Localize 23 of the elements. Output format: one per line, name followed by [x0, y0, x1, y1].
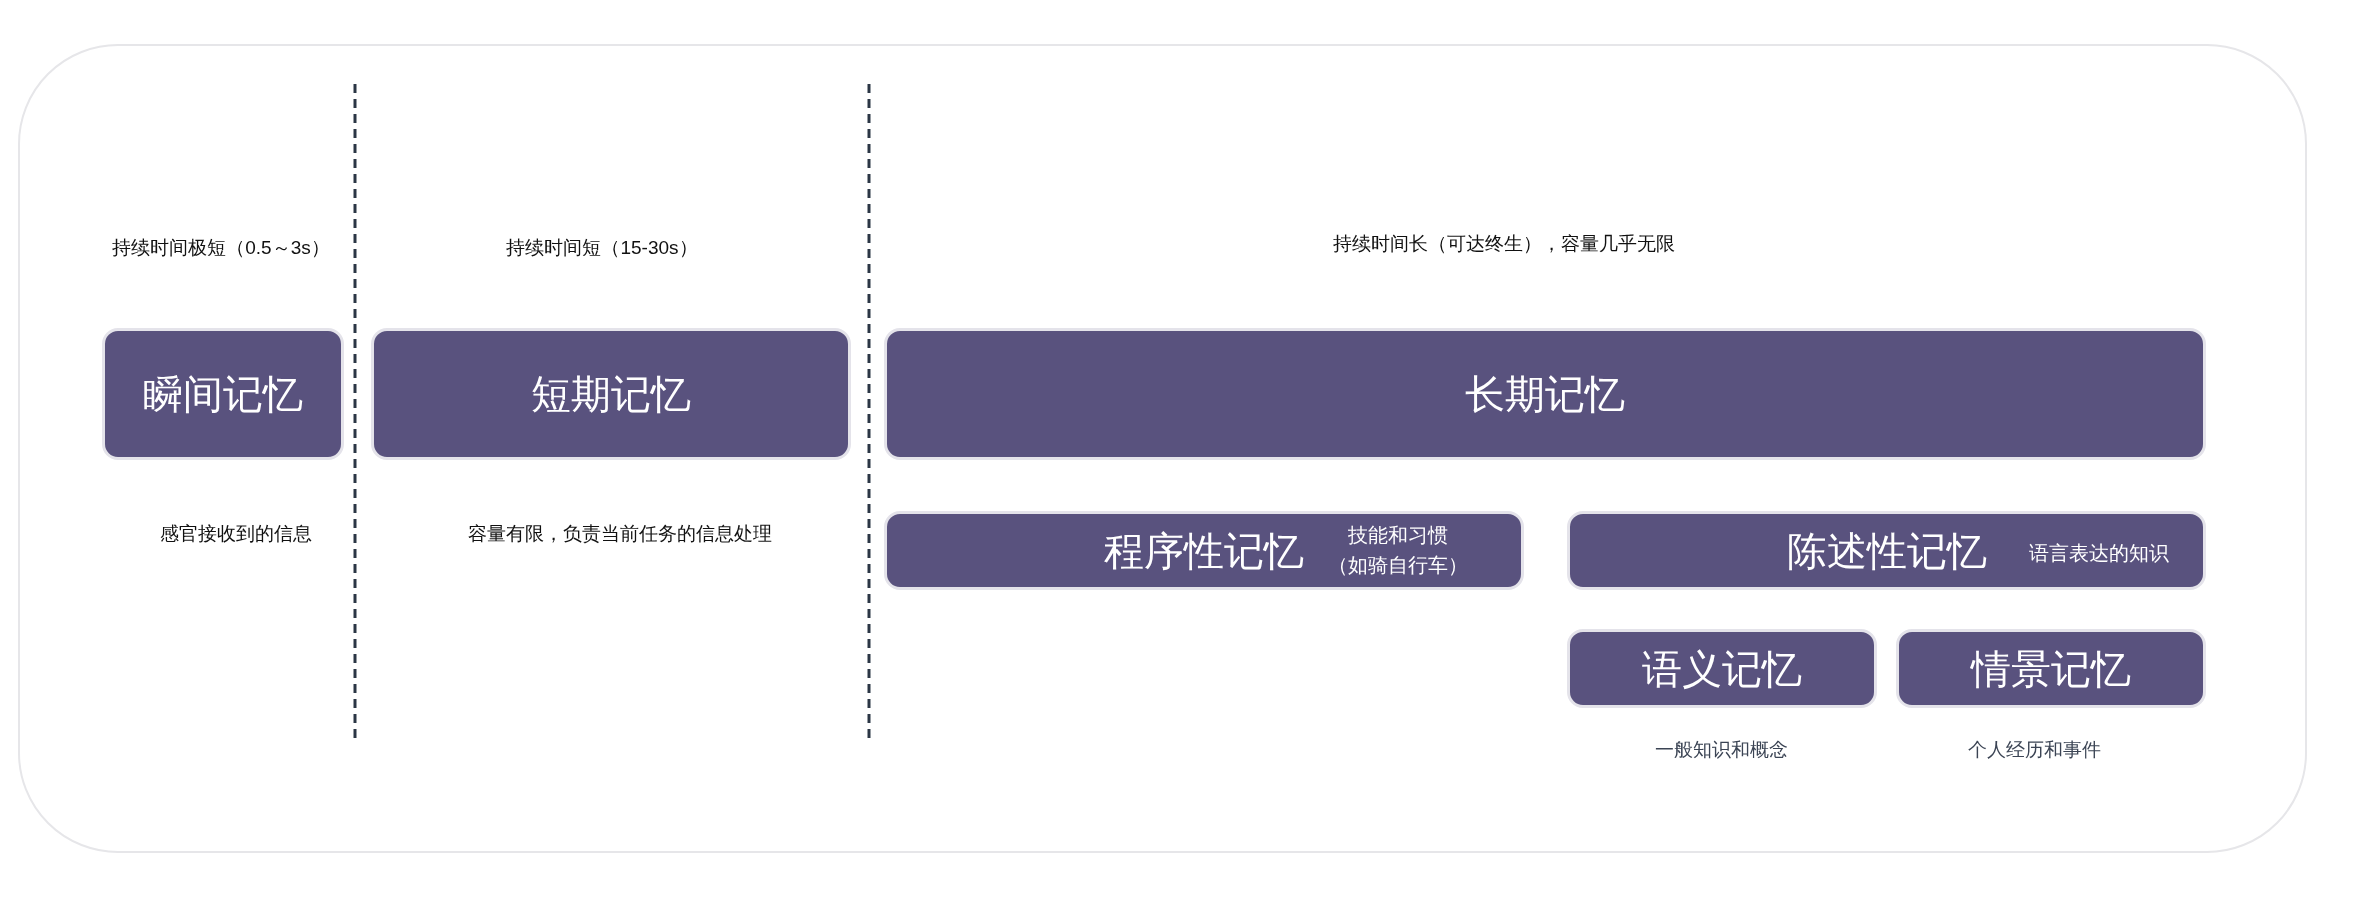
description-label: 容量有限，负责当前任务的信息处理 [468, 521, 772, 546]
description-label: 感官接收到的信息 [160, 521, 312, 546]
duration-label: 持续时间极短（0.5～3s） [112, 235, 330, 260]
memory-title: 程序性记忆 [1104, 527, 1304, 574]
memory-box [884, 328, 2206, 460]
memory-box [102, 328, 344, 460]
description-label: 个人经历和事件 [1967, 737, 2101, 762]
memory-note: 技能和习惯（如骑自行车） [1328, 523, 1468, 578]
memory-box [1567, 511, 2206, 590]
memory-box [1896, 629, 2206, 708]
memory-title: 语义记忆 [1642, 645, 1802, 692]
duration-label: 持续时间短（15-30s） [506, 235, 698, 260]
memory-title: 瞬间记忆 [143, 371, 303, 417]
memory-title: 短期记忆 [531, 371, 691, 417]
description-label: 一般知识和概念 [1654, 737, 1788, 762]
memory-title: 长期记忆 [1465, 371, 1625, 417]
memory-title: 情景记忆 [1971, 645, 2131, 692]
memory-box [1567, 629, 1877, 708]
memory-title: 陈述性记忆 [1786, 527, 1987, 574]
memory-box [884, 511, 1524, 590]
memory-note: 语言表达的知识 [2029, 541, 2169, 566]
memory-box [371, 328, 851, 460]
duration-label: 持续时间长（可达终生），容量几乎无限 [1333, 231, 1675, 256]
